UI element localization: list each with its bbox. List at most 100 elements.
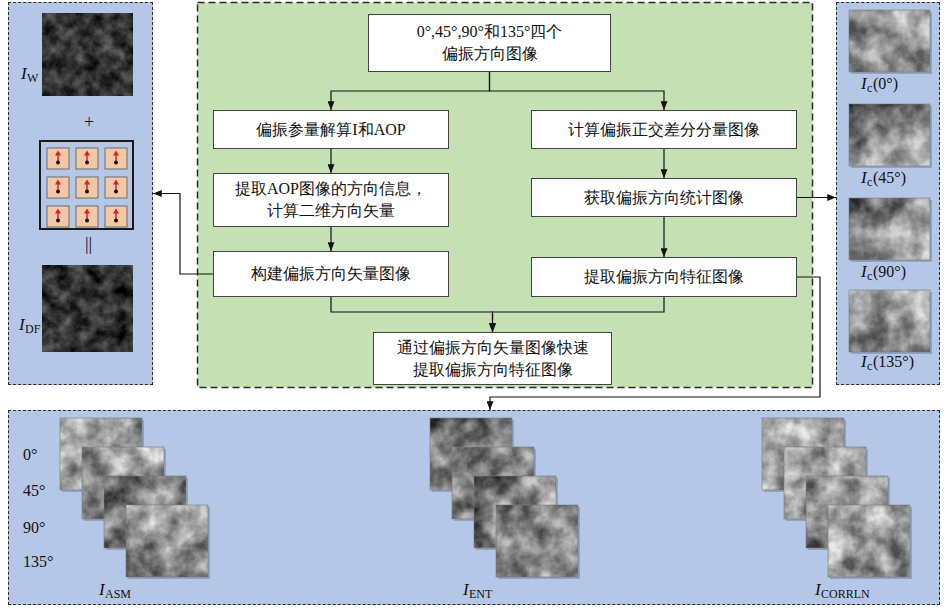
process-box: 计算偏振正交差分分量图像 xyxy=(531,110,797,149)
photo xyxy=(849,10,932,74)
subscript-label: DF xyxy=(25,323,40,336)
image-label: I xyxy=(815,581,821,600)
image-panel: IW+||IDF xyxy=(8,2,153,385)
image-label: 45° xyxy=(23,482,45,500)
image-label: (90°) xyxy=(873,263,906,281)
image-label: I xyxy=(99,581,105,600)
photo-texture xyxy=(849,104,930,166)
photo-base xyxy=(849,10,930,72)
operator-symbol: || xyxy=(85,235,92,255)
image-label: (135°) xyxy=(873,353,914,371)
image-label: 135° xyxy=(23,553,53,571)
box-text: 获取偏振方向统计图像 xyxy=(540,187,788,209)
grid-cell xyxy=(76,177,98,198)
box-text: 通过偏振方向矢量图像快速 提取偏振方向特征图像 xyxy=(382,337,603,380)
box-text: 偏振参量解算I和AOP xyxy=(222,119,440,141)
operator-symbol: + xyxy=(84,113,94,133)
image-label: I xyxy=(861,169,867,188)
vector-arrowhead xyxy=(55,209,61,214)
photo-frame xyxy=(828,505,910,577)
subscript-label: CORRLN xyxy=(821,588,870,601)
process-box: 0°,45°,90°和135°四个 偏振方向图像 xyxy=(368,14,611,72)
image-label: 90° xyxy=(23,519,45,537)
photo xyxy=(849,198,932,262)
subscript-label: ASM xyxy=(105,588,131,601)
subscript-label: c xyxy=(867,82,872,95)
image-label: I xyxy=(19,316,25,335)
photo-texture xyxy=(126,505,208,577)
image-label: I xyxy=(21,65,27,84)
photo xyxy=(126,505,210,579)
image-label: (45°) xyxy=(873,169,906,187)
photo-base xyxy=(849,198,930,260)
vector-origin xyxy=(56,161,60,165)
illustrations xyxy=(42,10,932,579)
process-box: 提取AOP图像的方向信息， 计算二维方向矢量 xyxy=(213,173,449,227)
flow-arrow xyxy=(330,227,331,251)
photo-frame xyxy=(126,505,208,577)
vector-origin xyxy=(85,190,89,194)
image-label: 0° xyxy=(23,446,37,464)
panel-ground xyxy=(8,2,153,385)
photo-frame xyxy=(496,505,578,577)
vector-origin xyxy=(114,219,118,223)
subscript-label: c xyxy=(867,360,872,373)
photo-base xyxy=(849,290,930,352)
photo-texture xyxy=(849,198,930,260)
vector-arrowhead xyxy=(113,209,119,214)
box-text: 提取偏振方向特征图像 xyxy=(540,266,788,288)
flow-arrow xyxy=(153,194,213,275)
vector-origin xyxy=(85,219,89,223)
photo-texture xyxy=(849,10,930,72)
vector-origin xyxy=(56,190,60,194)
process-box: 提取偏振方向特征图像 xyxy=(531,257,797,297)
process-box: 构建偏振方向矢量图像 xyxy=(213,251,449,297)
vector-arrowhead xyxy=(55,151,61,156)
flow-arrow xyxy=(330,149,331,173)
flow-arrow xyxy=(663,217,664,257)
box-text: 构建偏振方向矢量图像 xyxy=(222,263,440,285)
vector-arrowhead xyxy=(84,209,90,214)
vector-origin xyxy=(114,161,118,165)
flow-arrow xyxy=(331,297,493,332)
flow-arrow xyxy=(493,297,665,332)
subscript-label: ENT xyxy=(469,588,492,601)
flow-arrow xyxy=(331,72,490,110)
vector-arrowhead xyxy=(113,180,119,185)
image-panel: Ic(0°)Ic(45°)Ic(90°)Ic(135°) xyxy=(836,2,940,385)
subscript-label: c xyxy=(867,270,872,283)
process-box: 获取偏振方向统计图像 xyxy=(531,178,797,217)
dark-photo xyxy=(42,13,133,96)
vector-origin xyxy=(85,161,89,165)
grid-cell xyxy=(47,177,69,198)
grid-cell xyxy=(47,148,69,169)
photo xyxy=(828,505,912,579)
photo xyxy=(849,104,932,168)
photo-texture xyxy=(828,505,910,577)
vector-arrowhead xyxy=(55,180,61,185)
process-box: 通过偏振方向矢量图像快速 提取偏振方向特征图像 xyxy=(373,332,612,385)
box-text: 计算偏振正交差分分量图像 xyxy=(540,119,788,141)
photo-base xyxy=(849,104,930,166)
image-label: I xyxy=(861,263,867,282)
image-label: I xyxy=(861,75,867,94)
dark-photo xyxy=(42,265,133,352)
photo-frame xyxy=(849,104,930,166)
panel-ground xyxy=(836,2,940,385)
vector-arrowhead xyxy=(113,151,119,156)
subscript-label: W xyxy=(27,72,38,85)
vector-origin xyxy=(56,219,60,223)
vector-origin xyxy=(114,190,118,194)
photo-texture xyxy=(496,505,578,577)
photo xyxy=(496,505,580,579)
flow-arrow xyxy=(663,149,664,178)
box-text: 0°,45°,90°和135°四个 偏振方向图像 xyxy=(377,21,602,64)
photo-texture xyxy=(849,290,930,352)
panel-ground xyxy=(8,410,940,605)
process-box: 偏振参量解算I和AOP xyxy=(213,110,449,149)
subscript-label: c xyxy=(867,176,872,189)
image-label: I xyxy=(861,353,867,372)
photo-frame xyxy=(849,290,930,352)
